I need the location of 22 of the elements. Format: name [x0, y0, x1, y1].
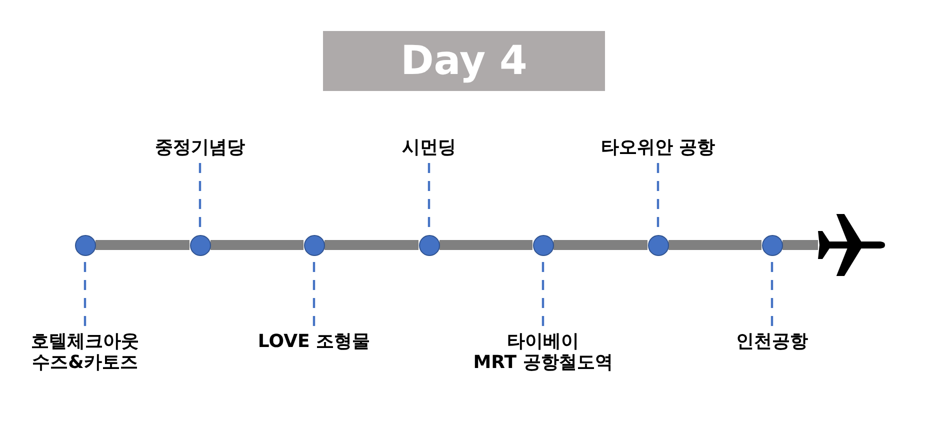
timeline-dot: [74, 234, 96, 256]
timeline-line: [210, 240, 304, 250]
stop-label: 타이베이 MRT 공항철도역: [473, 331, 613, 373]
stop-label: 시먼딩: [402, 137, 456, 158]
timeline-dot: [532, 234, 554, 256]
timeline-dot: [418, 234, 440, 256]
stop-label: 인천공항: [736, 331, 808, 352]
timeline-line: [324, 240, 418, 250]
stop-label: 호텔체크아웃 수즈&카토즈: [31, 331, 139, 373]
stop-label: 중정기념당: [155, 137, 245, 158]
timeline-line: [782, 240, 818, 250]
timeline-dot: [648, 234, 668, 256]
timeline-line: [554, 240, 648, 250]
stop-label: 타오위안 공항: [600, 137, 716, 158]
title-banner: Day 4: [323, 31, 605, 91]
timeline-dot: [190, 234, 210, 256]
timeline-line: [440, 240, 532, 250]
timeline-line: [668, 240, 762, 250]
timeline-dot: [304, 234, 324, 256]
timeline-line: [96, 240, 190, 250]
stop-label: LOVE 조형물: [258, 331, 370, 352]
timeline-dot: [762, 234, 782, 256]
